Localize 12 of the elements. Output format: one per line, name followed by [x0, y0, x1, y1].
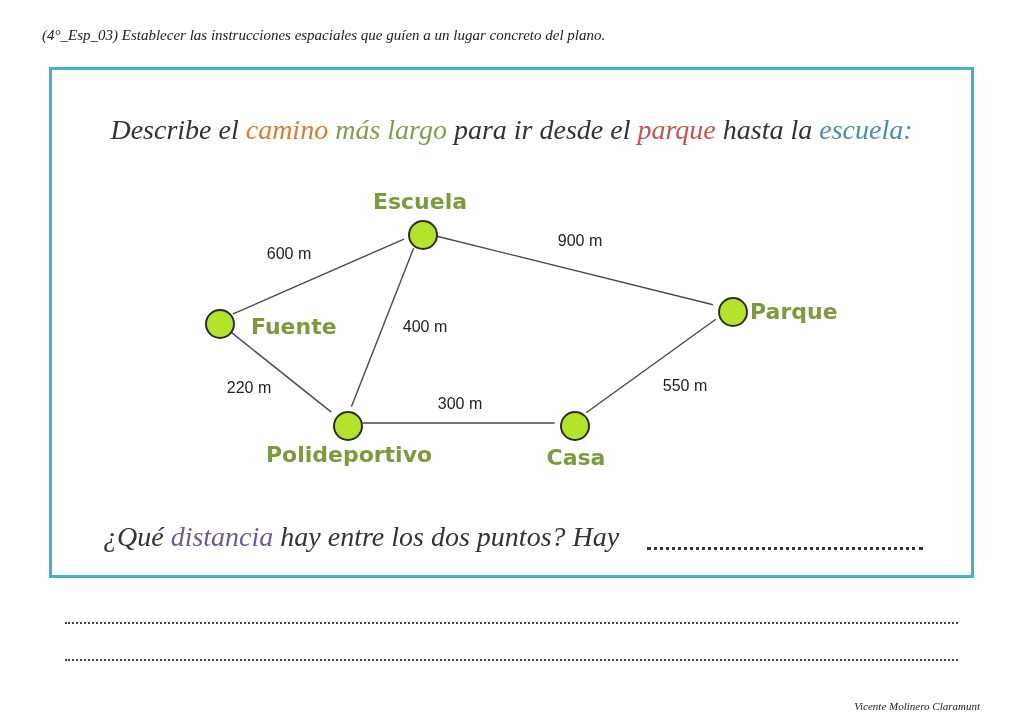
page-heading: (4°_Esp_03) Establecer las instrucciones espaciales que guíen a un lugar concreto del plano.: [42, 26, 606, 45]
place-name: Fuente: [251, 314, 337, 340]
place-name: Casa: [546, 445, 606, 471]
place-name: Polideportivo: [265, 442, 433, 468]
question-text: ¿Qué distancia hay entre los dos puntos? Hay: [103, 520, 620, 554]
place-name: Parque: [750, 299, 838, 325]
connector-line: [232, 238, 405, 315]
connector-line: [585, 318, 717, 414]
place-name: Escuela: [372, 189, 468, 215]
connector-line: [230, 331, 332, 413]
task-heading: Describe el camino más largo para ir desde el parque hasta la escuela:: [110, 113, 913, 147]
author-credit: Vicente Molinero Claramunt: [854, 699, 980, 714]
